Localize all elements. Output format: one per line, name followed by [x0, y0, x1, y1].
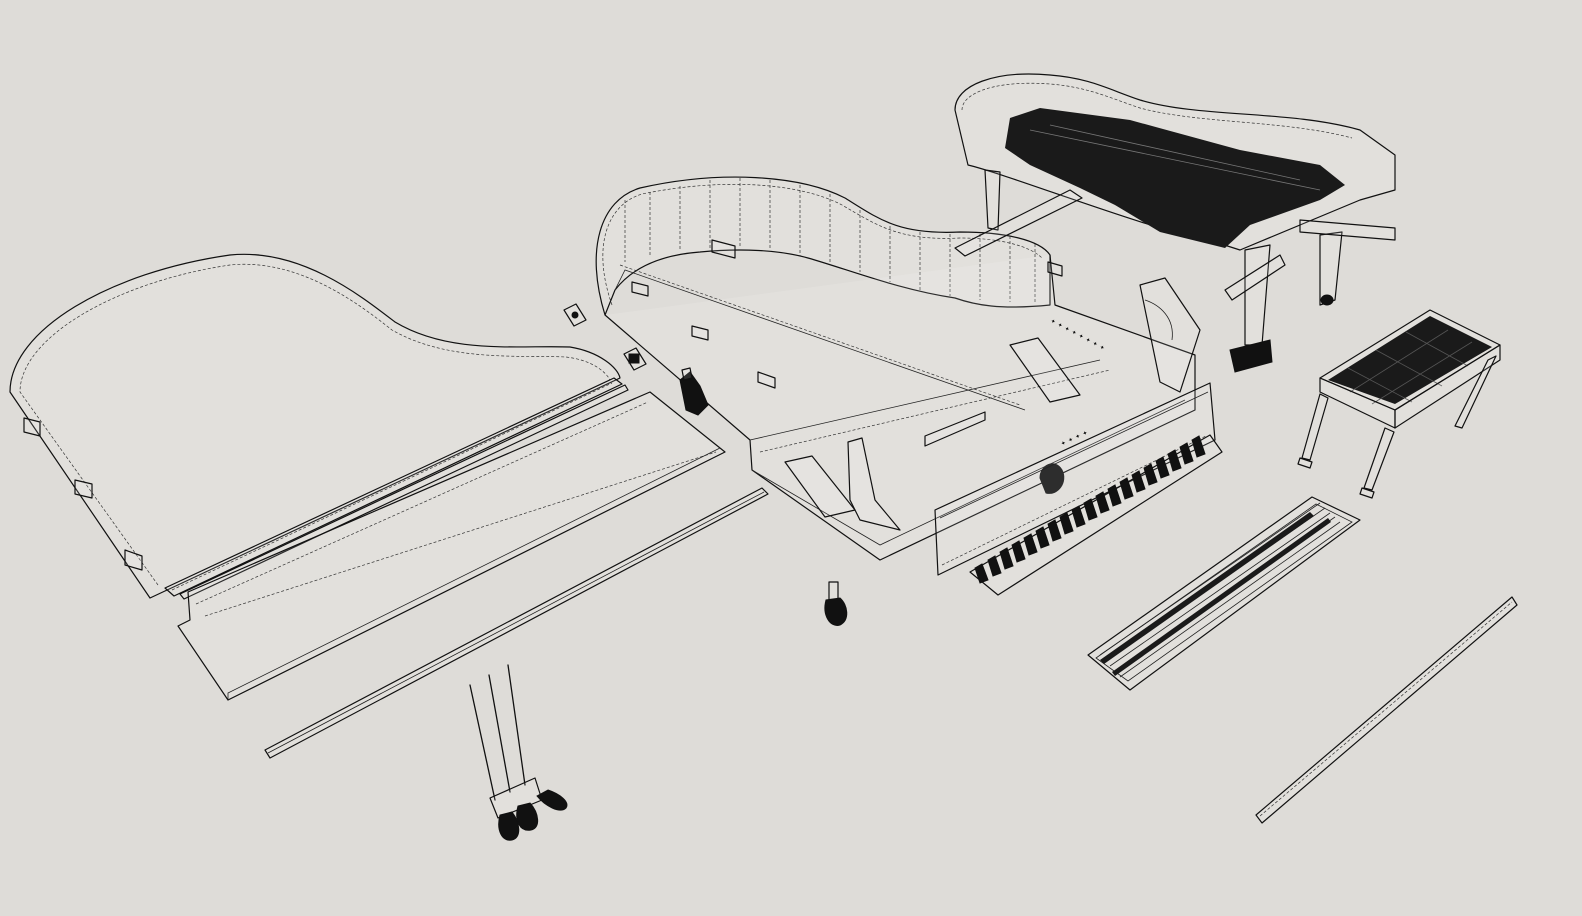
keyboard-action-assembly[interactable]	[969, 434, 1223, 596]
piano-lid[interactable]	[9, 253, 621, 599]
key-slip-panel[interactable]	[934, 382, 1216, 576]
keyboard-frame[interactable]	[1087, 496, 1361, 691]
caster-wheel[interactable]	[824, 581, 848, 626]
lid-hinge-strip[interactable]	[164, 377, 629, 600]
lid-prop-block-2[interactable]	[623, 347, 647, 371]
key-slip-rail[interactable]	[1255, 596, 1518, 824]
assembled-piano[interactable]	[954, 73, 1396, 373]
piano-bench[interactable]	[1297, 309, 1501, 499]
long-rod[interactable]	[264, 487, 769, 759]
front-flap-panel[interactable]	[177, 391, 726, 701]
pedal-assembly[interactable]	[469, 664, 568, 841]
piano-case-rim[interactable]: ✦ ✦ ✦ ✦ ✦ ✦ ✦ ✦ ✦ ✦ ✦ ✦	[595, 176, 1201, 561]
lid-prop-block[interactable]	[563, 303, 587, 327]
